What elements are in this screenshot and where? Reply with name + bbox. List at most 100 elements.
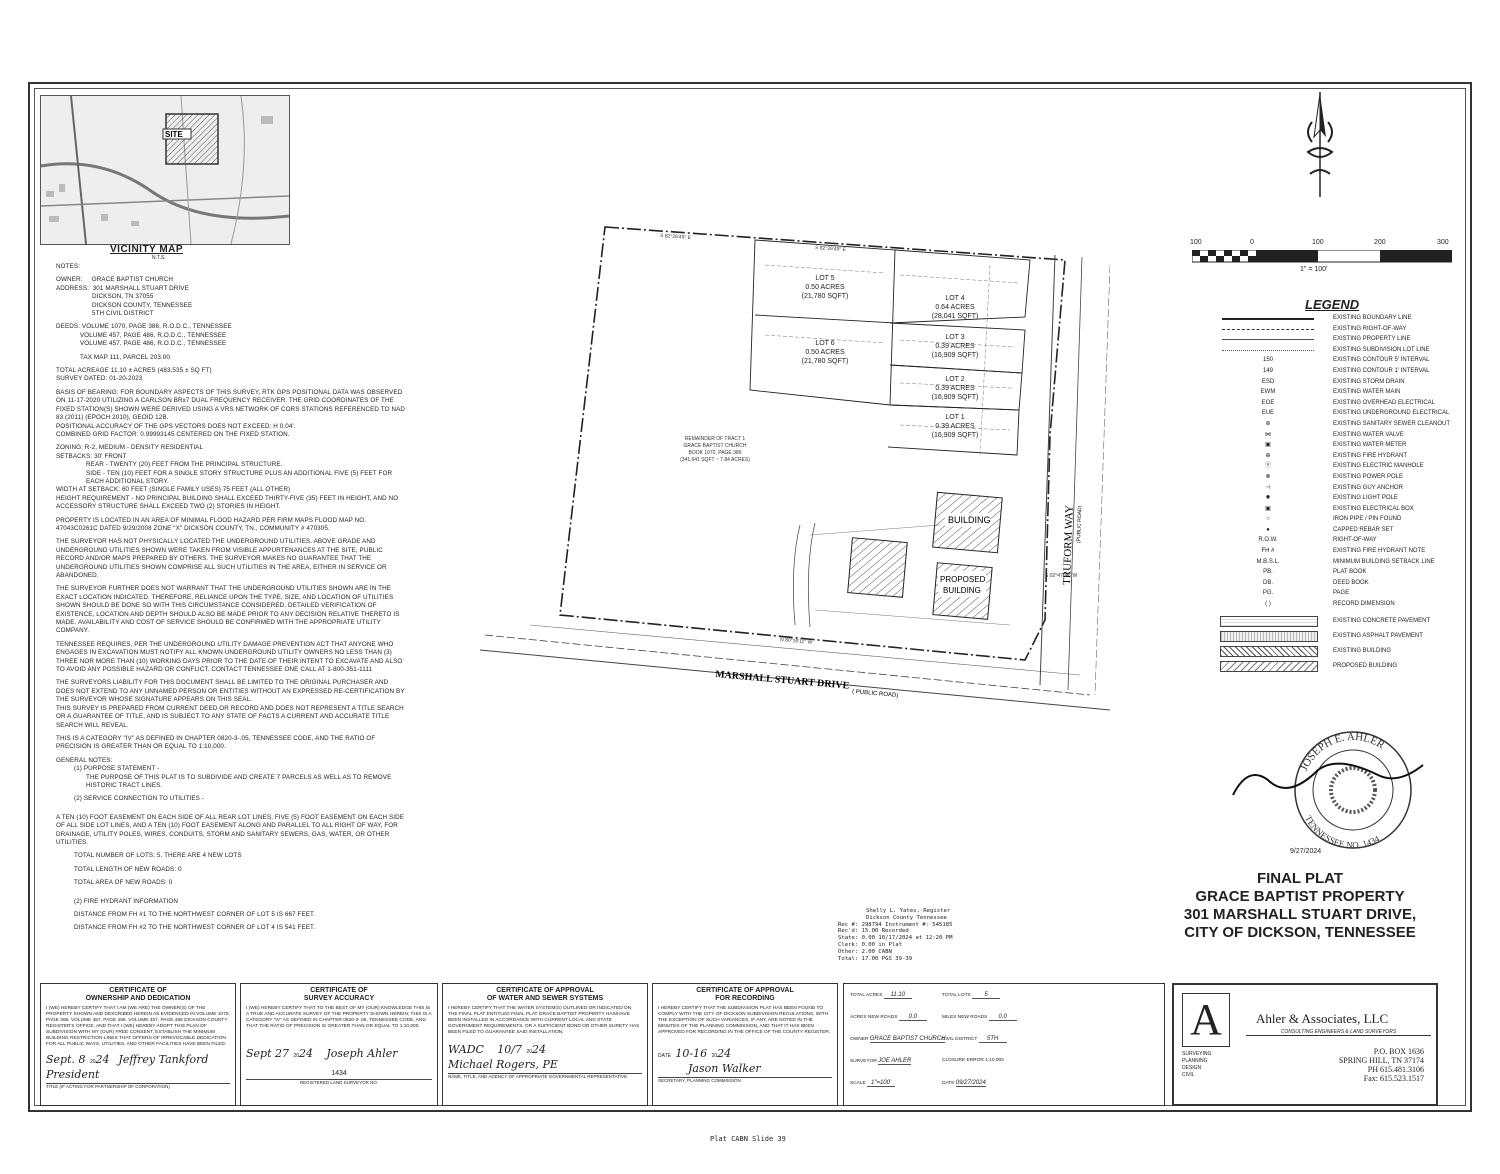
legend-label: EXISTING CONCRETE PAVEMENT: [1333, 617, 1431, 624]
info-value: JOE AHLER: [878, 1058, 912, 1065]
legend-label: EXISTING PROPERTY LINE: [1333, 336, 1411, 343]
legend-symbol: [1218, 334, 1318, 345]
page-footer: Plat CABN Slide 39: [710, 1135, 786, 1143]
legend-label: EXISTING BUILDING: [1333, 647, 1392, 654]
title-line-1: FINAL PLAT: [1256, 870, 1344, 887]
purpose-statement: THE PURPOSE OF THIS PLAT IS TO SUBDIVIDE…: [86, 773, 392, 789]
flood-note: PROPERTY IS LOCATED IN AN AREA OF MINIMA…: [56, 516, 367, 532]
legend-row: ⊕EXISTING FIRE HYDRANT: [1218, 451, 1468, 462]
legend-label: PAGE: [1333, 590, 1350, 597]
firm-service: DESIGN: [1182, 1065, 1202, 1071]
liability-note: THE SURVEYORS LIABILITY FOR THIS DOCUMEN…: [56, 679, 405, 704]
hydrant-distance-2: DISTANCE FROM FH #2 TO THE NORTHWEST COR…: [74, 924, 316, 932]
lot-name: LOT 4: [945, 295, 964, 302]
info-value: 0.0: [898, 1014, 927, 1021]
setback-line: REAR - TWENTY (20) FEET FROM THE PRINCIP…: [86, 461, 283, 469]
legend-symbol: ✹: [1265, 495, 1271, 502]
legend-row: ESD EXISTING STORM DRAIN: [1218, 377, 1468, 388]
purpose-heading: (1) PURPOSE STATEMENT -: [74, 765, 160, 773]
legend-row: ( )RECORD DIMENSION: [1218, 599, 1468, 610]
legend-symbol: ⊣: [1265, 484, 1271, 491]
legend-label: EXISTING STORM DRAIN: [1333, 378, 1405, 385]
legend-symbol: PG.: [1262, 590, 1274, 597]
setback-line: HEIGHT REQUIREMENT - NO PRINCIPAL BUILDI…: [56, 494, 399, 511]
firm-address-line: P.O. BOX 1636: [1373, 1047, 1424, 1056]
legend-line-symbol: [1222, 349, 1314, 351]
firm-service: PLANNING: [1182, 1058, 1208, 1064]
road-truform-way-sub: (PUBLIC ROAD): [1076, 505, 1083, 543]
cert-date: 10/7: [497, 1043, 522, 1056]
bearing-label: S 82°26'49" E: [660, 233, 692, 241]
lot-acres: 0.39 ACRES: [935, 343, 975, 350]
lot-name: LOT 6: [815, 340, 834, 347]
legend-label: CAPPED REBAR SET: [1333, 526, 1394, 533]
legend-line-symbol: [1222, 328, 1314, 330]
tax-map: TAX MAP 111, PARCEL 203.00: [80, 353, 170, 361]
info-value: GRACE BAPTIST CHURCH: [869, 1036, 946, 1043]
remainder-deed: BOOK 1070, PAGE 386: [689, 450, 742, 456]
legend-label: EXISTING WATER VALVE: [1333, 431, 1404, 438]
legend-symbol: [1218, 345, 1318, 356]
legend-row: ⊛EXISTING SANITARY SEWER CLEANOUT: [1218, 419, 1468, 430]
legend-row: ▣EXISTING WATER METER: [1218, 440, 1468, 451]
setback-line: SIDE - TEN (10) FEET FOR A SINGLE STORY …: [86, 469, 393, 485]
firm-address-line: Fax: 615.523.1517: [1363, 1074, 1424, 1083]
notes-heading: NOTES:: [56, 263, 81, 270]
cert-year: 24: [299, 1047, 314, 1060]
recorder-line: Clerk: 0.00 in Plat: [838, 941, 902, 948]
svg-text:TENNESSEE NO. 1434: TENNESSEE NO. 1434: [1303, 814, 1381, 850]
legend-row: ⋈EXISTING WATER VALVE: [1218, 430, 1468, 441]
utilities-note-1: THE SURVEYOR HAS NOT PHYSICALLY LOCATED …: [56, 538, 387, 579]
cert-title: CERTIFICATE OF: [310, 987, 368, 994]
lot-sqft: (21,780 SQFT): [802, 358, 849, 365]
certificate-ownership: CERTIFICATE OF OWNERSHIP AND DEDICATION …: [40, 983, 236, 1106]
recorder-line: Rec'd: 15.00 Recorded: [838, 928, 909, 935]
lot-acres: 0.64 ACRES: [935, 304, 975, 311]
legend-row: ●CAPPED REBAR SET: [1218, 525, 1468, 536]
recorder-line: Shelly L. Yates, Register: [866, 908, 951, 914]
legend-symbol: ⊗: [1265, 473, 1271, 480]
recorder-line: State: 0.00 10/17/2024 at 12:20 PM: [838, 935, 953, 942]
category-note: THIS IS A CATEGORY "IV" AS DEFINED IN CH…: [56, 734, 376, 751]
surveyor-seal: JOSEPH E. AHLER TENNESSEE NO. 1434: [1232, 731, 1424, 850]
certificate-water-sewer: CERTIFICATE OF APPROVAL OF WATER AND SEW…: [442, 983, 648, 1106]
vicinity-site-label: SITE: [165, 130, 183, 139]
legend-symbol: ○: [1266, 516, 1270, 523]
cert-body: I HEREBY CERTIFY THAT THE WATER SYSTEM(S…: [448, 1006, 640, 1035]
legend-label: EXISTING RIGHT-OF-WAY: [1333, 325, 1407, 332]
lot-acres: 0.50 ACRES: [805, 349, 845, 356]
firm-service: CIVIL: [1182, 1072, 1195, 1078]
legend-symbol: EOE: [1261, 399, 1275, 406]
address-line: DICKSON COUNTY, TENNESSEE: [92, 301, 193, 309]
remainder-size: (341,641 SQFT ~ 7.84 ACRES): [680, 457, 750, 463]
legend-symbol: ESD: [1261, 378, 1275, 385]
address-label: ADDRESS:: [56, 284, 89, 292]
recorder-stamp: Shelly L. Yates, Register Dickson County…: [838, 908, 1048, 962]
lot-sqft: (16,909 SQFT): [932, 352, 979, 359]
legend-row: R.O.W.RIGHT-OF-WAY: [1218, 535, 1468, 546]
info-label: OWNER: [850, 1037, 869, 1042]
legend-row: EXISTING RIGHT-OF-WAY: [1218, 324, 1468, 335]
lot-acres: 0.50 ACRES: [805, 284, 845, 291]
title-search-note: THIS SURVEY IS PREPARED FROM CURRENT DEE…: [56, 704, 404, 729]
legend-label: EXISTING CONTOUR 5' INTERVAL: [1333, 357, 1430, 364]
legend-row: PB.PLAT BOOK: [1218, 567, 1468, 578]
legend-label: EXISTING POWER POLE: [1333, 473, 1404, 480]
firm-title-block: A Ahler & Associates, LLC CONSULTING ENG…: [1172, 983, 1438, 1106]
legend-label: MINIMUM BUILDING SETBACK LINE: [1333, 558, 1435, 565]
legend-label: EXISTING SUBDIVISION LOT LINE: [1333, 346, 1430, 353]
scale-bar: [1192, 250, 1452, 263]
legend-label: EXISTING CONTOUR 1' INTERVAL: [1333, 367, 1430, 374]
legend-label: EXISTING ELECTRIC MANHOLE: [1333, 463, 1424, 470]
plat-drawing: BUILDING PROPOSED BUILDING LOT 5 0.50 AC…: [479, 226, 1110, 711]
recorder-line: Other: 2.00 CABN: [838, 948, 892, 955]
seal-date: 9/27/2024: [1290, 848, 1322, 855]
info-label: SCALE: [850, 1081, 866, 1086]
proposed-building-label: BUILDING: [943, 586, 981, 595]
info-label: SURVEYOR: [850, 1059, 877, 1064]
cert-signature: Jeffrey Tankford: [118, 1053, 209, 1066]
